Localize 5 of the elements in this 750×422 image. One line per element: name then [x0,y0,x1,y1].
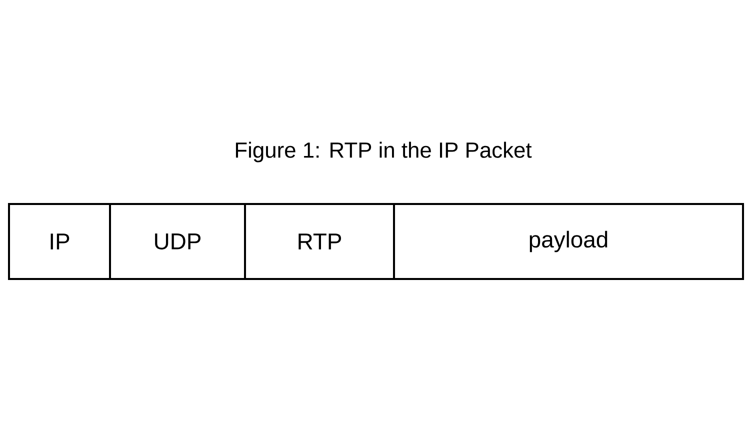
packet-field: RTP [244,203,395,280]
packet-field: UDP [109,203,246,280]
figure-title: Figure 1: RTP in the IP Packet [236,142,532,162]
packet-field: IP [8,203,111,280]
packet-field: payload [393,203,744,280]
